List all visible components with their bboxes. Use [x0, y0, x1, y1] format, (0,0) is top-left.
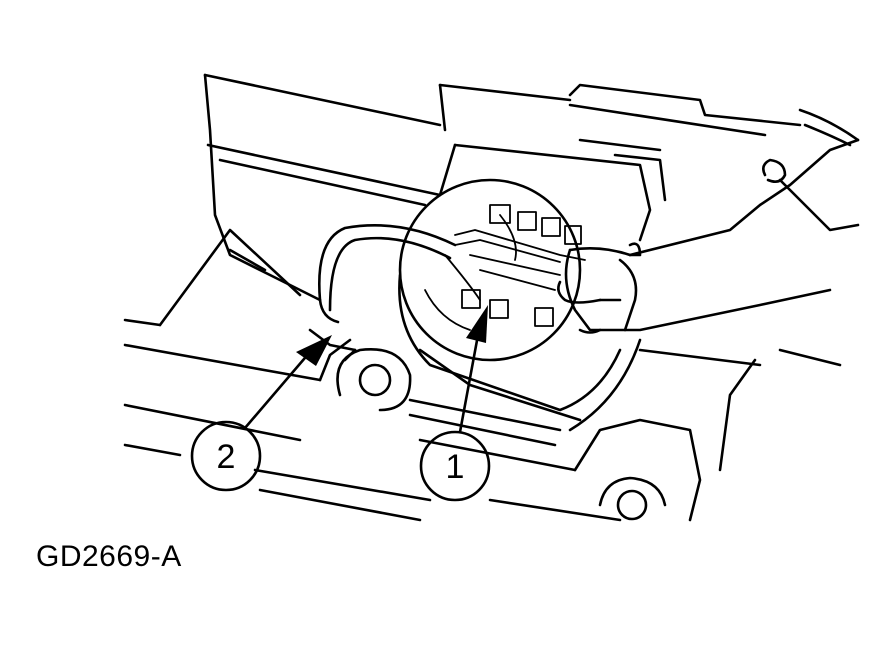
figure-id: GD2669-A [36, 540, 182, 573]
callout-2-circle [190, 420, 262, 492]
callout-2-label: 2 [217, 438, 236, 476]
callout-1-circle [419, 430, 491, 502]
callout-1-arrowhead [466, 305, 488, 343]
gloved-hand [557, 108, 860, 334]
callout-2: 2 [190, 335, 332, 492]
callout-1-label: 1 [446, 448, 465, 486]
housing-outline [123, 73, 802, 457]
callout-2-leader [243, 350, 312, 430]
lower-housing [253, 338, 842, 522]
callout-1-leader [458, 333, 480, 434]
callout-2-arrowhead [296, 335, 332, 366]
wire-loop [318, 223, 457, 324]
electrical-terminals [444, 204, 586, 327]
callout-1: 1 [419, 305, 491, 502]
